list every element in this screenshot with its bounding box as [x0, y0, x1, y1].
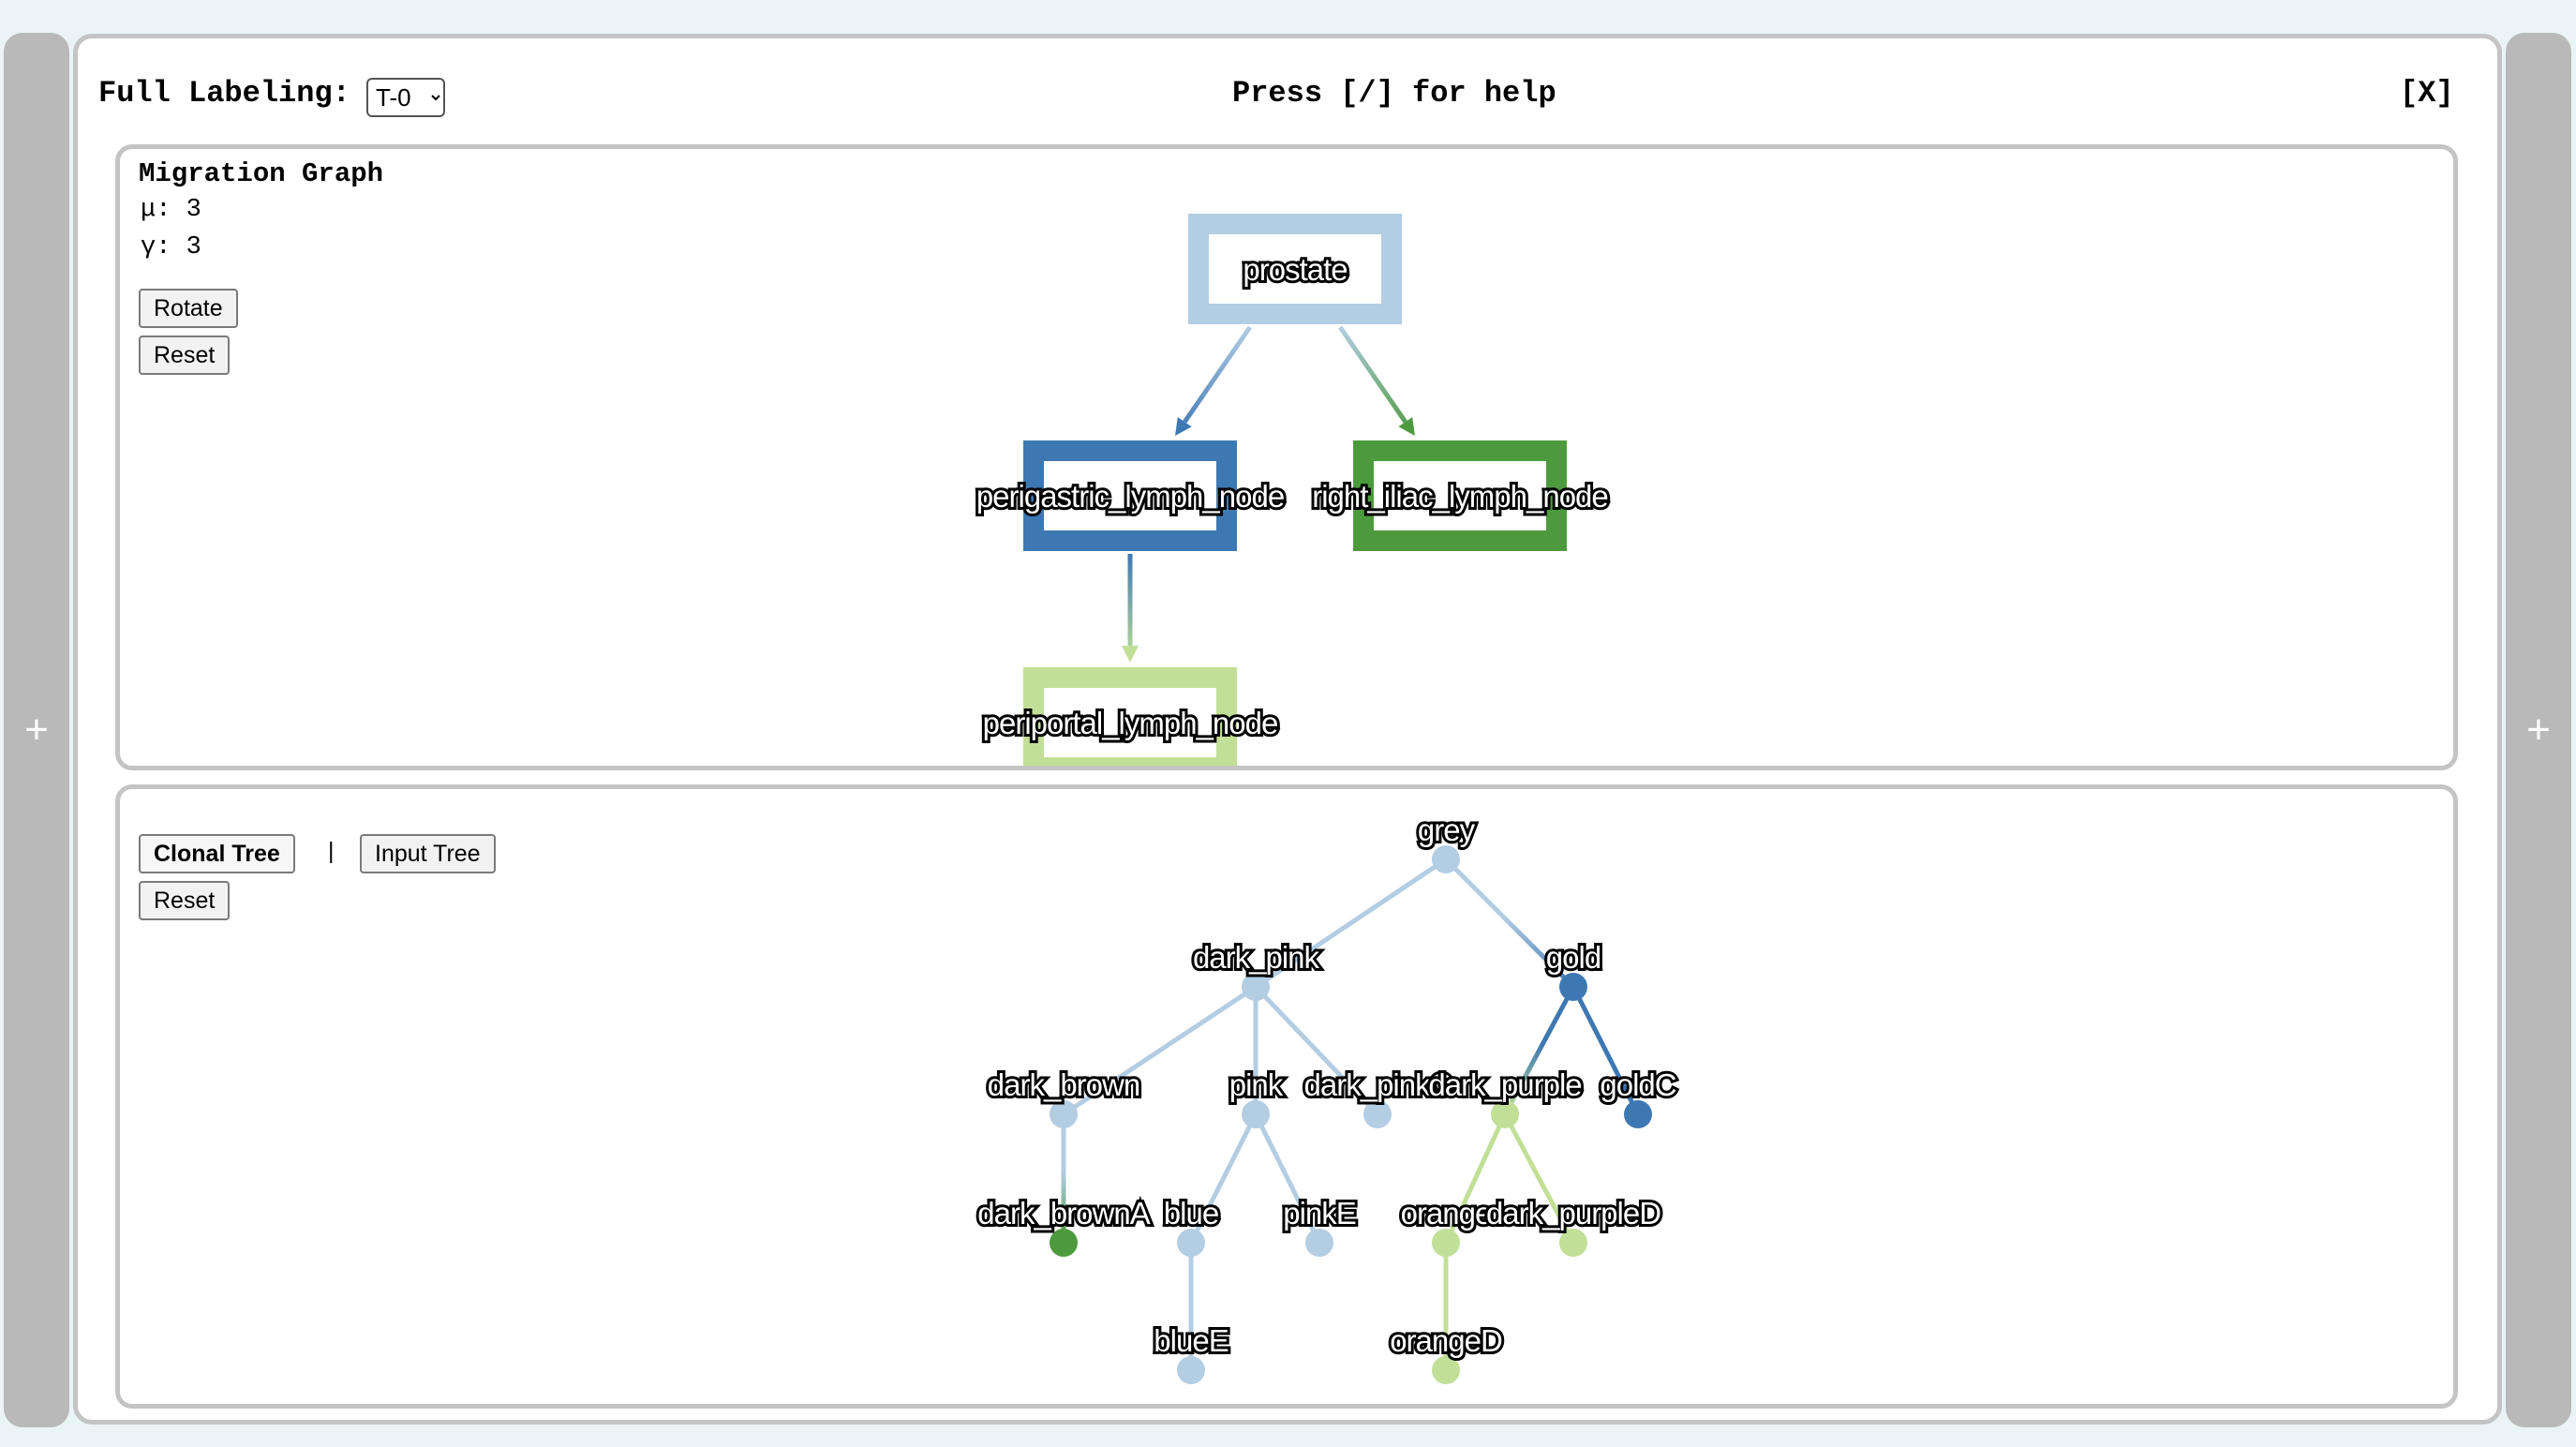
tree-node-gold[interactable] — [1559, 973, 1587, 1001]
migration-edge — [1337, 325, 1415, 436]
close-button[interactable]: [X] — [2400, 76, 2454, 111]
migration-node-label: right_iliac_lymph_node — [1312, 479, 1608, 514]
migration-node-right_iliac[interactable]: right_iliac_lymph_node — [1309, 440, 1612, 551]
tree-node-dark_brown[interactable] — [1050, 1100, 1078, 1128]
migration-graph-title: Migration Graph — [139, 158, 384, 189]
tree-node-label: pink — [1229, 1067, 1284, 1102]
plus-icon: + — [24, 707, 49, 753]
tree-edge — [1062, 984, 1258, 1117]
migration-node-label: perigastric_lymph_node — [976, 479, 1284, 514]
tree-reset-button[interactable]: Reset — [139, 881, 231, 920]
tree-node-label: dark_pinkC — [1304, 1067, 1452, 1102]
tree-node-dark_pinkC[interactable] — [1363, 1100, 1392, 1128]
tree-edge — [1502, 985, 1576, 1116]
tree-node-orangeD[interactable] — [1432, 1356, 1460, 1384]
tree-edge — [1443, 1112, 1508, 1245]
tree-node-blue[interactable] — [1177, 1229, 1205, 1257]
migration-node-prostate[interactable]: prostate — [1188, 214, 1402, 324]
migration-graph-panel: Migration Graph μ: 3 γ: 3 Rotate Reset p… — [115, 144, 2458, 770]
tree-edge — [1502, 1112, 1576, 1245]
tree-node-label: pinkE — [1283, 1196, 1356, 1231]
migration-edge — [1175, 325, 1253, 436]
tree-select-dropdown[interactable]: T-0 — [366, 78, 445, 117]
tree-edge — [1571, 985, 1641, 1116]
tree-node-label: grey — [1418, 813, 1476, 847]
tree-edge — [1254, 985, 1379, 1116]
tab-input-tree[interactable]: Input Tree — [360, 834, 496, 873]
help-hint: Press [/] for help — [1232, 76, 1556, 111]
tree-edge — [1188, 1112, 1258, 1245]
tree-node-label: dark_brownA — [977, 1196, 1150, 1231]
tree-node-label: dark_brown — [988, 1067, 1139, 1102]
right-expand-bar[interactable]: + — [2506, 33, 2571, 1427]
tree-node-label: goldC — [1600, 1067, 1675, 1102]
gamma-value: γ: 3 — [141, 233, 201, 261]
clonal-tree-canvas[interactable]: grey dark_pink gold dark_brown pink dark_pink… — [120, 789, 2453, 1404]
tree-node-label: blueE — [1154, 1323, 1228, 1358]
migration-node-periportal[interactable]: periportal_lymph_node — [980, 667, 1281, 766]
tree-edge — [1253, 1112, 1322, 1245]
tree-node-dark_brownA[interactable] — [1050, 1229, 1078, 1257]
plus-icon: + — [2526, 707, 2551, 753]
tree-node-orange[interactable] — [1432, 1229, 1460, 1257]
migration-node-label: prostate — [1243, 252, 1347, 287]
tree-node-goldC[interactable] — [1624, 1100, 1652, 1128]
tree-node-label: dark_pink — [1193, 940, 1320, 975]
tree-node-label: orangeD — [1390, 1323, 1502, 1358]
mu-value: μ: 3 — [141, 196, 201, 224]
migration-reset-button[interactable]: Reset — [139, 336, 231, 375]
tree-edge — [1254, 857, 1448, 990]
tree-node-label: dark_purpleD — [1486, 1196, 1660, 1231]
migration-edge — [1122, 554, 1139, 663]
clonal-tree-panel: Clonal Tree | Input Tree Reset grey dark_… — [115, 784, 2458, 1409]
tree-node-dark_purpleD[interactable] — [1559, 1229, 1587, 1257]
tab-separator: | — [328, 838, 335, 864]
migration-node-label: periportal_lymph_node — [983, 706, 1278, 740]
tree-node-label: orange — [1401, 1196, 1492, 1231]
full-labeling-label: Full Labeling: — [98, 76, 350, 111]
viewer-window: Full Labeling: T-0 Press [/] for help [X… — [73, 34, 2502, 1425]
tree-node-label: blue — [1164, 1196, 1218, 1231]
tree-node-grey[interactable] — [1432, 845, 1460, 873]
tree-node-label: gold — [1546, 940, 1601, 975]
tree-node-pink[interactable] — [1242, 1100, 1270, 1128]
tree-node-pinkE[interactable] — [1305, 1229, 1333, 1257]
tree-node-dark_pink[interactable] — [1242, 973, 1270, 1001]
rotate-button[interactable]: Rotate — [139, 289, 238, 328]
left-expand-bar[interactable]: + — [4, 33, 69, 1427]
tree-edge — [1444, 858, 1575, 989]
migration-node-perigastric[interactable]: perigastric_lymph_node — [974, 440, 1288, 551]
tree-node-blueE[interactable] — [1177, 1356, 1205, 1384]
migration-graph-canvas[interactable]: prostate perigastric_lymph_node right_ilia… — [120, 149, 2453, 766]
tab-clonal-tree[interactable]: Clonal Tree — [139, 834, 295, 873]
tree-node-dark_purple[interactable] — [1491, 1100, 1519, 1128]
tree-node-label: dark_purple — [1428, 1067, 1581, 1102]
